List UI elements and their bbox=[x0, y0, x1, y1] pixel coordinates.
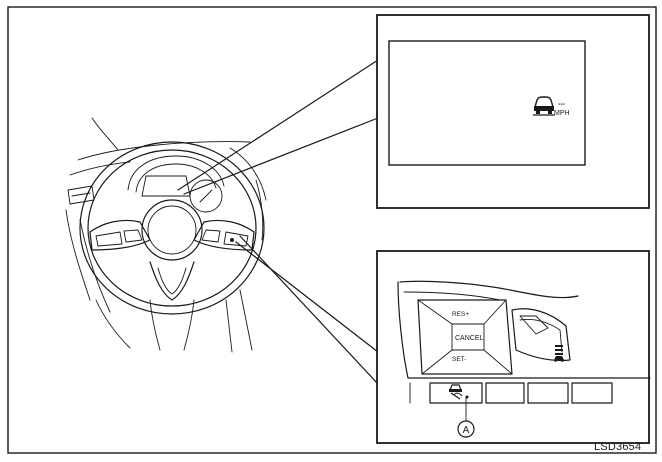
speed-unit-label: MPH bbox=[554, 110, 570, 117]
vehicle-distance-icon bbox=[554, 345, 564, 362]
lower-switch-row bbox=[409, 382, 613, 404]
set-speed-dashes: --- bbox=[558, 101, 566, 108]
distance-switch bbox=[511, 308, 571, 362]
cancel-label: CANCEL bbox=[455, 335, 484, 342]
steering-wheel-illustration bbox=[65, 117, 267, 353]
callout-a: A bbox=[457, 397, 475, 438]
display-inset: --- MPH bbox=[376, 14, 650, 209]
callout-a-label: A bbox=[463, 425, 470, 436]
res-plus-label: RES+ bbox=[452, 311, 469, 318]
set-minus-label: SET- bbox=[452, 356, 466, 363]
display-screen bbox=[388, 40, 586, 166]
switch-inset: RES+ CANCEL SET- bbox=[376, 250, 651, 444]
figure-border bbox=[7, 6, 657, 454]
vehicle-ahead-icon bbox=[533, 96, 555, 116]
leader-lines bbox=[177, 59, 379, 385]
propilot-assist-icon bbox=[449, 384, 469, 400]
cruise-switch-cluster: RES+ CANCEL SET- bbox=[417, 299, 513, 375]
figure-code: LSD3654 bbox=[594, 441, 642, 453]
